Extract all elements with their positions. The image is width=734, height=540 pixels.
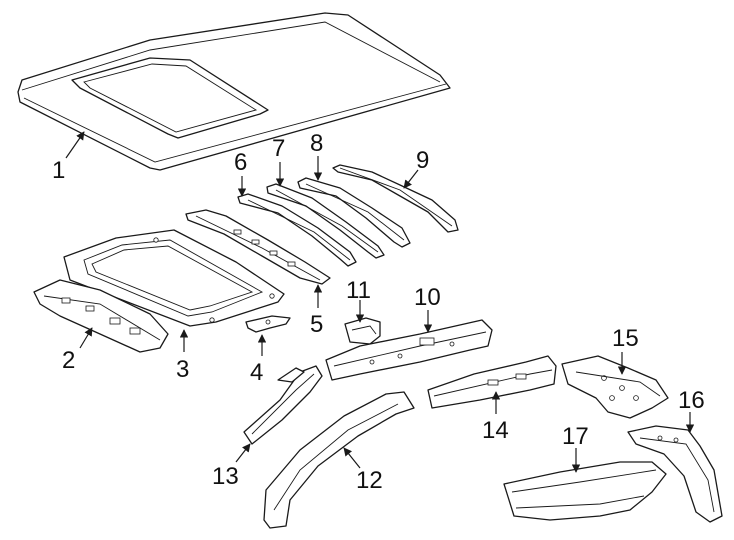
part-3-sunroof-frame[interactable] <box>63 229 285 327</box>
part-2-front-header[interactable] <box>33 279 169 353</box>
callout-8: 8 <box>310 130 323 157</box>
callout-14: 14 <box>482 417 509 444</box>
callout-16: 16 <box>678 387 705 414</box>
callout-1: 1 <box>52 157 65 184</box>
part-10-side-rail-inner[interactable] <box>325 319 493 381</box>
callout-11: 11 <box>346 277 371 304</box>
part-4-bracket[interactable] <box>245 315 291 333</box>
callout-15: 15 <box>612 325 639 352</box>
part-8-roof-bow[interactable] <box>297 177 411 248</box>
callout-2: 2 <box>62 347 75 374</box>
callout-6: 6 <box>234 149 247 176</box>
callout-9: 9 <box>416 147 429 174</box>
callout-17: 17 <box>562 423 589 450</box>
leader-lines <box>65 131 695 473</box>
part-16-rear-pillar[interactable] <box>627 425 723 523</box>
callout-5: 5 <box>310 311 323 338</box>
part-9-roof-bow[interactable] <box>332 164 459 233</box>
callout-7: 7 <box>272 135 285 162</box>
callout-13: 13 <box>212 463 239 490</box>
part-1-roof-panel[interactable] <box>17 12 451 171</box>
part-14-roof-side-rail[interactable] <box>427 355 557 409</box>
callout-labels: 1 2 3 4 5 6 7 8 9 10 11 12 13 14 15 16 1… <box>52 130 705 494</box>
part-17-quarter-panel[interactable] <box>503 461 667 521</box>
part-7-roof-bow[interactable] <box>266 183 385 259</box>
callout-10: 10 <box>414 284 441 311</box>
callout-12: 12 <box>356 467 383 494</box>
part-5-roof-reinforcement[interactable] <box>185 209 331 285</box>
part-12-pillar-outer[interactable] <box>263 391 415 529</box>
part-11-bracket[interactable] <box>344 317 381 345</box>
part-15-quarter-bracket[interactable] <box>561 355 669 419</box>
part-13-pillar-reinforcement[interactable] <box>243 365 323 445</box>
part-6-roof-bow[interactable] <box>237 193 357 267</box>
callout-3: 3 <box>176 356 189 383</box>
callout-4: 4 <box>250 359 263 386</box>
